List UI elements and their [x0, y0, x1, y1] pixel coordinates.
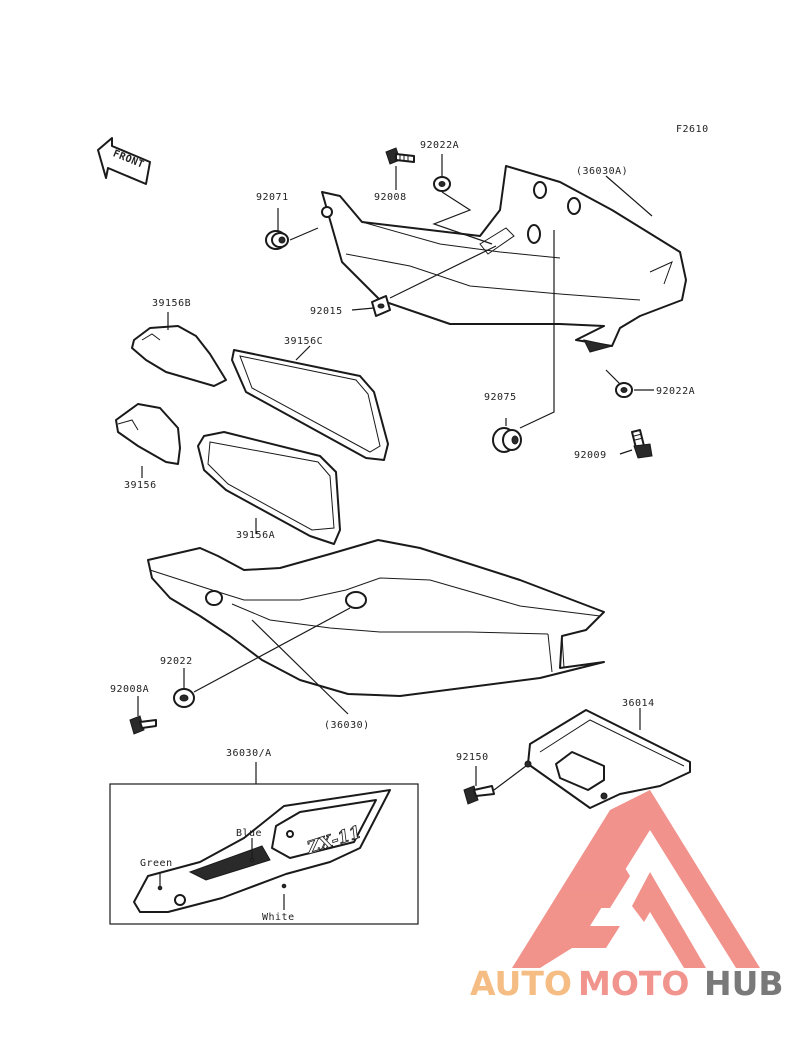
label-92022a-right: 92022A — [656, 386, 695, 397]
lower-side-cover — [147, 539, 605, 697]
washer-92022a-top-icon — [433, 176, 451, 192]
bolt-92008a-icon — [129, 715, 157, 735]
pad-39156b — [131, 325, 227, 387]
label-36014: 36014 — [622, 698, 655, 709]
label-36030-a: 36030/A — [226, 748, 272, 759]
label-39156: 39156 — [124, 480, 157, 491]
watermark-hub: HUB — [704, 964, 784, 1003]
screw-92009-icon — [631, 429, 653, 459]
label-36030a: (36030A) — [576, 166, 628, 177]
label-92008a: 92008A — [110, 684, 149, 695]
label-92008: 92008 — [374, 192, 407, 203]
label-92022: 92022 — [160, 656, 193, 667]
bolt-92150-icon — [463, 785, 495, 805]
washer-92022a-right-icon — [615, 382, 633, 398]
color-label-white: White — [262, 912, 295, 923]
label-39156b: 39156B — [152, 298, 191, 309]
label-92071: 92071 — [256, 192, 289, 203]
pad-39156 — [115, 403, 181, 465]
nut-92015-icon — [371, 295, 391, 317]
label-39156c: 39156C — [284, 336, 323, 347]
watermark-moto: MOTO — [578, 964, 689, 1003]
pad-39156c — [231, 349, 389, 461]
grommet-92075-icon — [492, 427, 522, 453]
label-92150: 92150 — [456, 752, 489, 763]
upper-side-cover — [321, 165, 687, 353]
bolt-92008-icon — [385, 147, 415, 165]
label-92075: 92075 — [484, 392, 517, 403]
label-92009: 92009 — [574, 450, 607, 461]
label-36030: (36030) — [324, 720, 370, 731]
label-92015: 92015 — [310, 306, 343, 317]
washer-92022-icon — [173, 688, 195, 708]
decal-inset-box: ZX-11 Blue Green White — [109, 783, 419, 925]
color-label-green: Green — [140, 858, 173, 869]
figure-code: F2610 — [676, 124, 709, 135]
automotohub-watermark: AUTO MOTO HUB — [470, 790, 784, 1003]
label-92022a-top: 92022A — [420, 140, 459, 151]
label-39156a: 39156A — [236, 530, 275, 541]
color-label-blue: Blue — [236, 828, 262, 839]
grommet-92071-icon — [265, 230, 289, 250]
leader-lines — [137, 154, 654, 791]
bracket-36014 — [524, 709, 691, 809]
pad-39156a — [197, 431, 341, 545]
front-arrow-icon: FRONT — [97, 137, 151, 185]
watermark-auto: AUTO — [470, 964, 572, 1003]
triangle-logo-icon — [512, 790, 760, 968]
